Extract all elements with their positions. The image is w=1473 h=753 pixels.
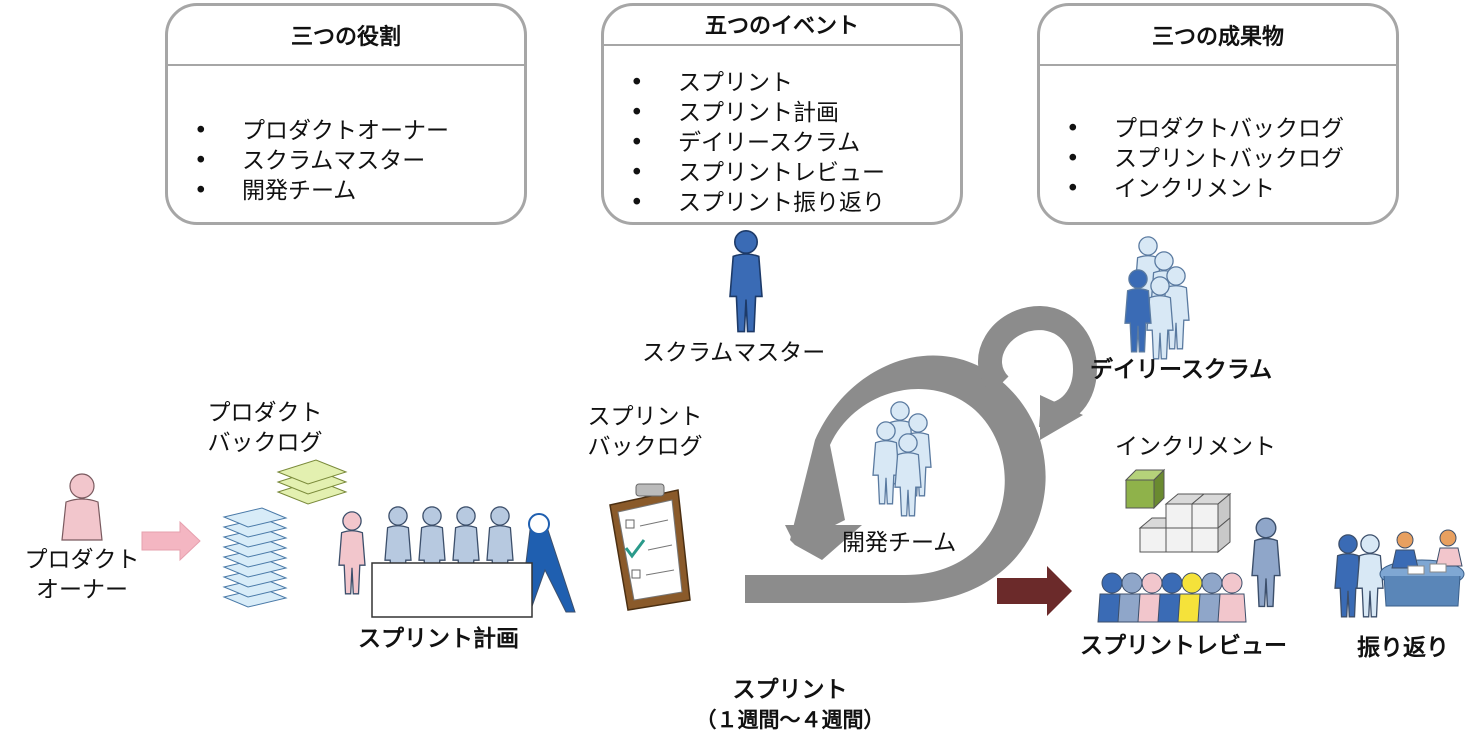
review-audience-icon — [1097, 572, 1247, 623]
planning-table — [371, 562, 533, 618]
bullet-icon: • — [1066, 176, 1080, 202]
roles-list: •プロダクトオーナー •スクラムマスター •開発チーム — [190, 116, 449, 206]
list-item: •スプリント振り返り — [630, 190, 885, 216]
artifacts-box: 三つの成果物 •プロダクトバックログ •スプリントバックログ •インクリメント — [1037, 3, 1399, 225]
bullet-icon: • — [630, 70, 644, 96]
list-item: •スクラムマスター — [194, 148, 426, 174]
retrospective-icon — [1334, 529, 1465, 618]
sprint-planning-label: スプリント計画 — [358, 626, 519, 652]
list-item: •スプリント計画 — [630, 100, 839, 126]
bullet-icon: • — [1066, 146, 1080, 172]
list-item: •プロダクトバックログ — [1066, 116, 1344, 142]
artifacts-title: 三つの成果物 — [1040, 6, 1396, 66]
bullet-icon: • — [194, 178, 208, 204]
events-list: •スプリント •スプリント計画 •デイリースクラム •スプリントレビュー •スプ… — [626, 68, 885, 218]
increment-label: インクリメント — [1115, 434, 1276, 460]
person-icon — [61, 473, 103, 541]
list-item: •デイリースクラム — [630, 130, 861, 156]
sprint-backlog-label: スプリント バックログ — [587, 404, 703, 460]
list-item: •スプリントバックログ — [1066, 146, 1344, 172]
daily-scrum-team-icon — [1124, 236, 1190, 360]
bullet-icon: • — [630, 130, 644, 156]
cycle-arrow-icon — [745, 305, 1097, 603]
product-owner-label: プロダクト オーナー — [24, 547, 140, 603]
arrow-icon — [141, 520, 201, 562]
sprint-review-label: スプリントレビュー — [1080, 633, 1287, 659]
sprint-label: スプリント （１週間～４週間） — [695, 677, 885, 732]
clipboard-icon — [609, 483, 691, 611]
list-item: •開発チーム — [194, 178, 357, 204]
bullet-icon: • — [1066, 116, 1080, 142]
arrow-icon — [997, 566, 1072, 616]
scrum-master-label: スクラムマスター — [642, 340, 826, 366]
events-box: 五つのイベント •スプリント •スプリント計画 •デイリースクラム •スプリント… — [601, 3, 963, 225]
dev-team-label: 開発チーム — [842, 530, 957, 556]
events-title: 五つのイベント — [604, 6, 960, 46]
list-item: •スプリント — [630, 70, 793, 96]
product-backlog-label: プロダクト バックログ — [207, 400, 323, 456]
list-item: •インクリメント — [1066, 176, 1275, 202]
roles-box: 三つの役割 •プロダクトオーナー •スクラムマスター •開発チーム — [165, 3, 527, 225]
person-icon — [729, 230, 763, 333]
retrospective-label: 振り返り — [1357, 635, 1449, 661]
bullet-icon: • — [630, 160, 644, 186]
daily-scrum-label: デイリースクラム — [1090, 357, 1273, 383]
bullet-icon: • — [194, 118, 208, 144]
bullet-icon: • — [630, 100, 644, 126]
cube-stack-icon — [1124, 468, 1232, 554]
dev-team-icon — [872, 401, 932, 517]
person-icon — [1251, 517, 1281, 608]
bullet-icon: • — [630, 190, 644, 216]
bullet-icon: • — [194, 148, 208, 174]
artifacts-list: •プロダクトバックログ •スプリントバックログ •インクリメント — [1062, 114, 1344, 204]
list-item: •プロダクトオーナー — [194, 118, 449, 144]
document-stack-icon — [222, 459, 348, 608]
planning-team-icon — [338, 506, 576, 613]
list-item: •スプリントレビュー — [630, 160, 885, 186]
roles-title: 三つの役割 — [168, 6, 524, 66]
